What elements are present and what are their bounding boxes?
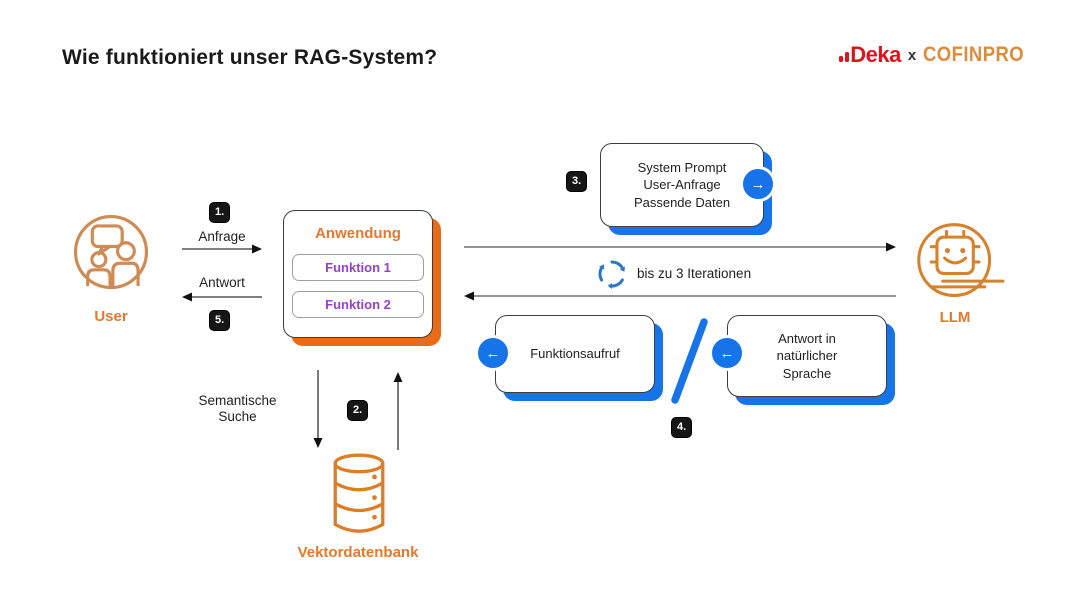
arrow-left-glyph: ← bbox=[485, 344, 501, 362]
funktion-2-box: Funktion 2 bbox=[292, 291, 424, 318]
user-icon bbox=[73, 215, 149, 290]
badge-step-4: 4. bbox=[671, 417, 693, 438]
antwort-label: Antwort bbox=[199, 275, 245, 290]
system-prompt-line: User-Anfrage bbox=[643, 177, 721, 193]
antwort-arrow bbox=[182, 292, 262, 302]
user-label: User bbox=[94, 308, 128, 325]
from-llm-arrow bbox=[464, 291, 896, 301]
arrow-left-circle-icon: ← bbox=[475, 335, 511, 371]
badge-step-5: 5. bbox=[209, 310, 231, 331]
cofinpro-logo: COFINPRO bbox=[923, 43, 1025, 66]
to-llm-arrow bbox=[464, 242, 896, 252]
deka-logo-mark bbox=[839, 56, 844, 62]
semantische-suche-line: Suche bbox=[218, 409, 257, 425]
semantische-suche-line: Semantische bbox=[198, 393, 277, 408]
llm-icon bbox=[917, 223, 1005, 298]
deka-logo-text: Deka bbox=[850, 42, 901, 67]
iteration-label: bis zu 3 Iterationen bbox=[637, 266, 752, 281]
anfrage-arrow bbox=[182, 244, 262, 254]
from-db-arrow bbox=[393, 372, 403, 450]
llm-label: LLM bbox=[939, 309, 971, 326]
system-prompt-line: Passende Daten bbox=[633, 194, 731, 210]
iteration-icon bbox=[593, 260, 625, 293]
funktion-1-label: Funktion 1 bbox=[325, 260, 391, 275]
anwendung-box: Anwendung Funktion 1 Funktion 2 bbox=[283, 210, 433, 338]
database-icon bbox=[333, 453, 385, 533]
deka-logo-mark bbox=[845, 52, 850, 62]
system-prompt-line: System Prompt bbox=[637, 159, 727, 175]
logo-x-separator: x bbox=[907, 46, 917, 64]
antwort-sprache-box: Antwort in natürlicher Sprache bbox=[727, 315, 887, 397]
arrow-left-circle-icon: ← bbox=[709, 335, 745, 371]
anfrage-label: Anfrage bbox=[198, 229, 246, 244]
deka-logo: Deka bbox=[839, 42, 901, 68]
semantische-suche-label: Semantische Suche bbox=[190, 393, 285, 425]
funktion-1-box: Funktion 1 bbox=[292, 254, 424, 281]
arrow-right-circle-icon: → bbox=[740, 166, 776, 202]
arrow-left-glyph: ← bbox=[719, 344, 735, 362]
system-prompt-box: System Prompt User-Anfrage Passende Date… bbox=[600, 143, 764, 227]
badge-step-3: 3. bbox=[566, 171, 588, 192]
antwort-sprache-line: natürlicher bbox=[776, 348, 838, 364]
to-db-arrow bbox=[313, 370, 323, 448]
brand-logos: Deka x COFINPRO bbox=[839, 42, 1038, 68]
badge-step-1: 1. bbox=[209, 202, 231, 223]
badge-step-2: 2. bbox=[347, 400, 369, 421]
antwort-sprache-line: Antwort in bbox=[778, 330, 836, 346]
funktionsaufruf-box: Funktionsaufruf bbox=[495, 315, 655, 393]
funktion-2-label: Funktion 2 bbox=[325, 297, 391, 312]
arrow-right-glyph: → bbox=[750, 175, 766, 193]
funktionsaufruf-label: Funktionsaufruf bbox=[530, 346, 620, 362]
page-title: Wie funktioniert unser RAG-System? bbox=[62, 46, 438, 69]
anwendung-title: Anwendung bbox=[315, 225, 401, 242]
antwort-sprache-line: Sprache bbox=[782, 365, 832, 381]
vektordatenbank-label: Vektordatenbank bbox=[297, 544, 419, 561]
slash-divider bbox=[671, 318, 708, 404]
